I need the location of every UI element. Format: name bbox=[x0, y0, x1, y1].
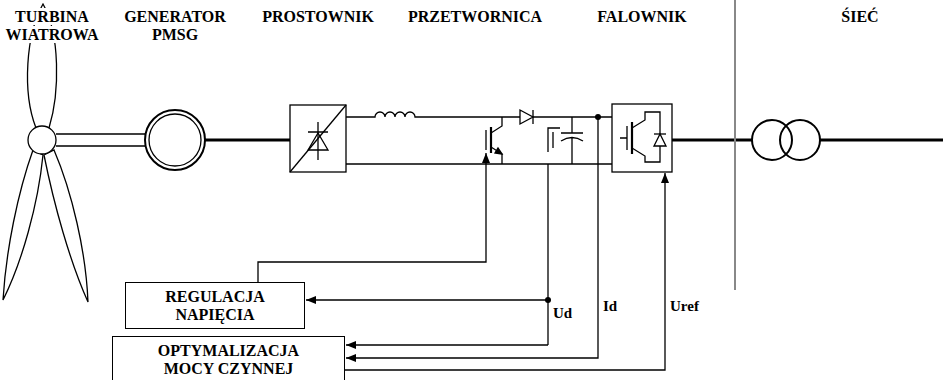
sensor-symbol bbox=[548, 128, 560, 152]
inverter-box bbox=[612, 104, 672, 172]
grid-divider bbox=[734, 0, 736, 290]
capacitor-symbol bbox=[561, 117, 583, 164]
generator-symbol bbox=[145, 110, 205, 170]
signal-line bbox=[306, 299, 548, 300]
power-line bbox=[205, 139, 290, 142]
turbine-blade bbox=[44, 150, 88, 302]
component-title: TURBINA WIATROWA bbox=[5, 8, 98, 43]
component-title: FALOWNIK bbox=[597, 8, 686, 25]
rectifier-diagonal bbox=[290, 105, 346, 172]
diode-symbol bbox=[308, 133, 328, 150]
box-label: OPTYMALIZACJA MOCY CZYNNEJ bbox=[141, 342, 316, 377]
diode-symbol bbox=[654, 133, 666, 134]
signal-line bbox=[346, 344, 548, 345]
junction-dot bbox=[545, 297, 551, 303]
control-box: OPTYMALIZACJA MOCY CZYNNEJ bbox=[112, 336, 345, 380]
turbine-blade bbox=[3, 150, 43, 300]
signal-line bbox=[258, 153, 486, 282]
component-title: PRZETWORNICA bbox=[408, 8, 542, 25]
transistor-symbol bbox=[495, 148, 502, 154]
rectifier-box bbox=[290, 105, 346, 172]
diode-symbol bbox=[520, 110, 533, 124]
signal-name: Uref bbox=[670, 298, 699, 314]
control-box: REGULACJA NAPIĘCIA bbox=[125, 282, 305, 329]
component-title: ŚIEĆ bbox=[841, 8, 878, 25]
signal-line bbox=[346, 117, 598, 358]
junction-dot bbox=[595, 114, 601, 120]
component-title: PROSTOWNIK bbox=[262, 8, 374, 25]
transistor-symbol bbox=[490, 127, 492, 153]
power-line bbox=[672, 139, 943, 142]
signal-name: Id bbox=[603, 298, 617, 314]
transformer-symbol bbox=[780, 120, 820, 160]
diode-symbol bbox=[654, 134, 666, 146]
transistor-symbol bbox=[486, 117, 502, 164]
signal-line bbox=[345, 173, 665, 370]
transistor-symbol bbox=[631, 122, 633, 154]
inductor-symbol bbox=[346, 112, 520, 117]
signal-name: Ud bbox=[553, 305, 572, 321]
diode-symbol bbox=[308, 122, 328, 160]
turbine-shaft bbox=[56, 134, 146, 146]
box-label: REGULACJA NAPIĘCIA bbox=[150, 288, 280, 323]
turbine-hub bbox=[28, 126, 56, 154]
component-title: GENERATOR PMSG bbox=[124, 8, 226, 43]
generator-symbol bbox=[149, 114, 201, 166]
transistor-symbol bbox=[620, 112, 660, 162]
signal-line bbox=[547, 164, 548, 345]
